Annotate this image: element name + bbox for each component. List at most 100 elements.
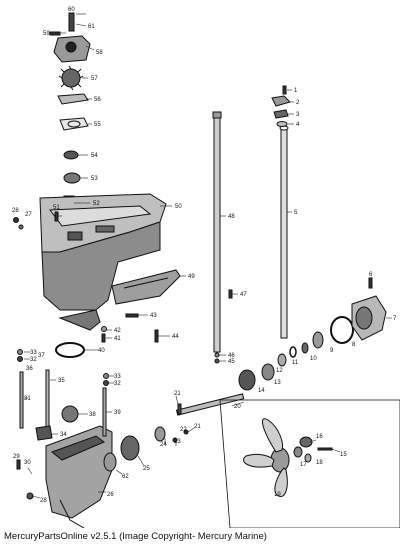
callout-36: 36 <box>26 366 33 372</box>
callout-25: 25 <box>143 466 150 472</box>
stud-part-31[interactable] <box>19 371 24 429</box>
callout-28: 28 <box>12 208 19 214</box>
grommet-part-3[interactable] <box>273 109 289 119</box>
screw-part-44[interactable] <box>154 329 159 343</box>
callout-21: 21 <box>174 391 181 397</box>
callout-32b: 32 <box>114 381 121 387</box>
o-ring-part-40[interactable] <box>55 342 85 358</box>
callout-26: 26 <box>107 492 114 498</box>
callout-20: 20 <box>234 404 241 410</box>
leader-lines <box>24 13 392 499</box>
callout-11: 11 <box>292 360 299 366</box>
o-ring-part-11[interactable] <box>289 346 297 358</box>
clutch-part-21[interactable] <box>177 403 182 415</box>
trim-tab-part-49[interactable] <box>111 269 181 305</box>
callout-29: 29 <box>13 454 20 460</box>
bearing-part-9[interactable] <box>312 331 324 349</box>
seal-part-54[interactable] <box>63 150 79 160</box>
pinion-gear-part-38[interactable] <box>61 405 79 423</box>
cotter-pin-part-15[interactable] <box>317 447 333 451</box>
screw-part-6[interactable] <box>368 277 373 289</box>
lower-housing-part-26[interactable] <box>45 425 113 528</box>
callout-22: 22 <box>180 427 187 433</box>
callout-6: 6 <box>369 272 373 278</box>
screw-part-28[interactable] <box>13 217 19 223</box>
propeller-part-19[interactable] <box>219 399 400 528</box>
gear-housing-part-50[interactable] <box>39 193 167 331</box>
screw-part-43[interactable] <box>125 313 139 318</box>
retainer-part-2[interactable] <box>271 95 291 107</box>
screw-part-1[interactable] <box>282 85 287 95</box>
callout-24: 24 <box>160 442 167 448</box>
water-pump-assembly <box>49 12 91 211</box>
o-ring-part-8[interactable] <box>330 316 354 344</box>
bearing-part-53[interactable] <box>63 172 81 184</box>
callout-60: 60 <box>68 7 75 13</box>
washer-part-46[interactable] <box>214 352 220 358</box>
shift-cam-part-34[interactable] <box>35 425 53 441</box>
nut-part-30[interactable] <box>26 492 34 500</box>
washer-part-27[interactable] <box>18 224 24 230</box>
screw-part-29[interactable] <box>16 459 21 470</box>
callout-59: 59 <box>43 31 50 37</box>
callout-4: 4 <box>296 122 300 128</box>
exploded-parts-diagram: 60 61 59 58 57 56 55 54 53 52 51 50 28 2… <box>12 7 400 528</box>
callout-34: 34 <box>60 432 67 438</box>
callout-18: 18 <box>316 460 323 466</box>
screw-part-41[interactable] <box>101 333 106 343</box>
seal-part-10[interactable] <box>301 342 309 354</box>
callout-57: 57 <box>91 76 98 82</box>
callout-7: 7 <box>393 316 397 322</box>
seal-part-4[interactable] <box>276 121 288 127</box>
washer-part-37-33[interactable] <box>103 373 109 379</box>
bearing-part-12[interactable] <box>277 353 287 367</box>
water-tube-part-5[interactable] <box>280 127 288 339</box>
prop-nut-part-16[interactable] <box>299 436 313 448</box>
callout-35: 35 <box>58 378 65 384</box>
bearing-part-62[interactable] <box>103 452 117 472</box>
callout-56: 56 <box>94 97 101 103</box>
screw-part-59[interactable] <box>49 31 61 36</box>
bearing-part-24[interactable] <box>154 426 166 442</box>
nut-part-32b[interactable] <box>103 380 109 386</box>
washer-part-42[interactable] <box>101 326 107 332</box>
thrust-hub-part-17[interactable] <box>293 446 303 458</box>
gasket-part-55[interactable] <box>59 117 89 131</box>
pump-tube-part-60[interactable] <box>68 12 75 32</box>
screw-part-51[interactable] <box>54 211 59 222</box>
callout-49: 49 <box>188 274 195 280</box>
callout-2: 2 <box>296 100 300 106</box>
callout-51: 51 <box>53 205 60 211</box>
reverse-gear-part-14[interactable] <box>238 369 256 391</box>
callout-41: 41 <box>114 336 121 342</box>
callout-31: 31 <box>24 396 31 402</box>
prop-shaft-part-20[interactable] <box>175 393 245 416</box>
callout-42: 42 <box>114 328 121 334</box>
thrust-washer-part-13[interactable] <box>261 363 275 381</box>
callout-43: 43 <box>150 313 157 319</box>
plate-part-56[interactable] <box>57 93 89 105</box>
callout-46: 46 <box>228 353 235 359</box>
nut-part-32[interactable] <box>17 356 23 362</box>
callout-33: 33 <box>30 350 37 356</box>
callout-47: 47 <box>240 292 247 298</box>
callout-62: 62 <box>122 474 129 480</box>
impeller-part-57[interactable] <box>61 68 81 88</box>
callout-55: 55 <box>94 122 101 128</box>
callout-27: 27 <box>25 212 32 218</box>
callout-15: 15 <box>340 452 347 458</box>
stud-part-39[interactable] <box>102 387 107 437</box>
washer-part-18[interactable] <box>304 453 312 463</box>
pin-part-47[interactable] <box>228 289 233 299</box>
callout-53: 53 <box>91 176 98 182</box>
callout-30: 30 <box>24 460 31 466</box>
nut-part-45[interactable] <box>214 358 220 364</box>
callout-13: 13 <box>274 380 281 386</box>
drive-shaft-part-48[interactable] <box>213 115 221 353</box>
washer-part-33[interactable] <box>17 349 23 355</box>
callout-5: 5 <box>294 210 298 216</box>
forward-gear-part-25[interactable] <box>120 435 140 461</box>
shaft-group <box>212 111 289 353</box>
callout-17: 17 <box>300 462 307 468</box>
callout-numbers: 60 61 59 58 57 56 55 54 53 52 51 50 28 2… <box>12 7 397 504</box>
